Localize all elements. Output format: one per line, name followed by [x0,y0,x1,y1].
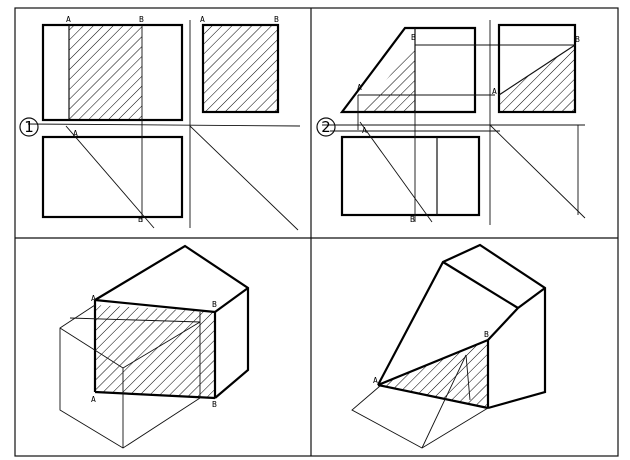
p1-iso-label-a-top: A [91,294,96,303]
p1-horizontal-axis [27,123,301,127]
p1-label-a-side: A [200,15,205,24]
p1-miter-line [189,125,299,231]
p1-label-a-mid: A [73,129,78,138]
p1-iso-section-hatch [95,305,215,398]
p1-iso-label-b-top: B [212,300,217,309]
sheet-frame [14,7,619,457]
p1-number: 1 [24,118,34,136]
p2-label-a-mid: A [362,126,367,135]
p1-number-circle [19,117,39,137]
panel-1-isometric: A B A B [59,244,250,449]
p1-front-view [41,23,184,122]
panel-2-isometric: B A [351,243,547,449]
p1-label-b-low: B [138,215,143,224]
p1-top-view [41,135,184,219]
p2-iso-section-hatch [378,340,488,408]
p1-side-section-hatch [203,25,278,112]
p2-label-a-left: A [357,83,362,92]
p1-label-b-top: B [139,15,144,24]
p1-side-view [201,23,280,114]
p2-label-b-side: B [575,35,580,44]
p1-iso-label-a-bot: A [91,395,96,404]
p2-iso-label-b: B [484,330,489,339]
p2-front-view [339,26,477,114]
p2-iso-label-a: A [373,376,378,385]
p2-side-section-hatch [499,45,575,112]
p2-label-b-top: B [411,33,416,42]
panel-2-orthographic: 2 B B A A A B [316,20,586,225]
p2-number: 2 [321,118,331,136]
p2-label-b-low: B [410,215,415,224]
p1-front-section-hatch [69,25,142,120]
p2-top-view [340,135,481,217]
p1-cutting-plane-line [65,125,155,229]
p1-iso-label-b-bot: B [212,400,217,409]
p1-label-a-top: A [66,15,71,24]
p2-side-view [497,23,577,114]
p1-label-b-side: B [274,15,279,24]
p2-number-circle [316,117,336,137]
panel-1-orthographic: 1 A B A B A B [19,15,301,231]
p2-label-a-side: A [492,87,497,96]
